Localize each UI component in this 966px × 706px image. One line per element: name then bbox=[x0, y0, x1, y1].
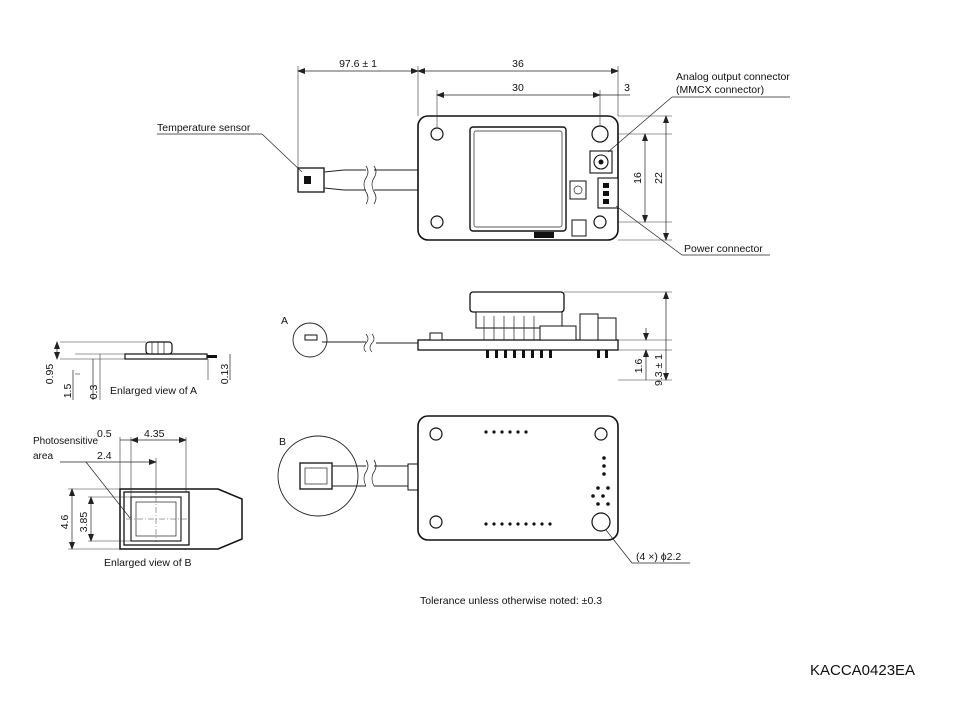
analog-connector-label: Analog output connector bbox=[676, 71, 790, 83]
mounting-holes-top bbox=[430, 125, 609, 229]
mounting-holes-bottom bbox=[429, 427, 611, 532]
dim-hole-spacing-y: 16 bbox=[632, 172, 644, 184]
dim-b-inner: 3.85 bbox=[78, 512, 90, 533]
enlarged-b-caption: Enlarged view of B bbox=[104, 557, 192, 569]
detail-a-marker: A bbox=[281, 315, 288, 327]
enlarged-view-a: 0.95 1.5 0.3 0.13 Enlarged view of A bbox=[44, 341, 231, 400]
enlarged-view-b: 4.6 3.85 0.5 4.35 2.4 Photosensitive are… bbox=[33, 428, 243, 569]
dim-board-width: 36 bbox=[512, 58, 524, 70]
module-side bbox=[469, 291, 565, 313]
power-connector-top bbox=[597, 177, 619, 209]
dim-connector-height: 1.6 bbox=[633, 359, 645, 374]
pcb-bottom-outline bbox=[417, 415, 619, 541]
temperature-sensor-label: Temperature sensor bbox=[157, 122, 251, 134]
drawing-code: KACCA0423EA bbox=[810, 662, 915, 679]
bottom-view: B bbox=[277, 415, 690, 564]
photosensitive-label: Photosensitive bbox=[33, 436, 98, 447]
enlarged-a-caption: Enlarged view of A bbox=[110, 385, 197, 397]
dim-a-chip: 0.13 bbox=[219, 364, 231, 385]
dim-hole-spacing-x: 30 bbox=[512, 82, 524, 94]
sensor-module bbox=[469, 126, 567, 232]
dim-cable-length: 97.6 ± 1 bbox=[339, 58, 377, 70]
dim-b-area: 2.4 bbox=[97, 450, 112, 462]
mmcx-connector-label: (MMCX connector) bbox=[676, 84, 764, 96]
pad-cluster bbox=[591, 456, 610, 506]
dim-b-outer: 4.6 bbox=[59, 515, 71, 530]
dim-b-width: 4.35 bbox=[144, 428, 165, 440]
power-connector-label: Power connector bbox=[684, 243, 763, 255]
top-view: 97.6 ± 1 36 30 3 16 22 Temperature senso… bbox=[157, 58, 790, 256]
top-view-dimensions bbox=[297, 66, 672, 241]
dim-a-height: 0.95 bbox=[44, 364, 56, 385]
side-view: A bbox=[281, 291, 672, 386]
pcb-side bbox=[417, 339, 619, 351]
detail-b-circle bbox=[277, 435, 359, 517]
dim-b-offset: 0.5 bbox=[97, 428, 112, 440]
bottom-pins bbox=[486, 350, 608, 358]
dim-edge-offset: 3 bbox=[624, 82, 630, 94]
detail-a-circle bbox=[292, 322, 328, 358]
pad-row-top bbox=[484, 430, 528, 434]
mount-hole-label: (4 ×) ϕ2.2 bbox=[636, 551, 681, 563]
dim-board-height: 22 bbox=[653, 172, 665, 184]
tolerance-note: Tolerance unless otherwise noted: ±0.3 bbox=[420, 595, 602, 607]
dim-total-height: 9.3 ± 1 bbox=[653, 354, 665, 386]
detail-b-marker: B bbox=[279, 436, 286, 448]
pad-row-bottom bbox=[484, 522, 552, 526]
mmcx-connector bbox=[589, 150, 613, 174]
dim-a-base: 1.5 bbox=[62, 384, 74, 399]
area-label: area bbox=[33, 451, 53, 462]
dim-a-pcb: 0.3 bbox=[88, 385, 100, 400]
